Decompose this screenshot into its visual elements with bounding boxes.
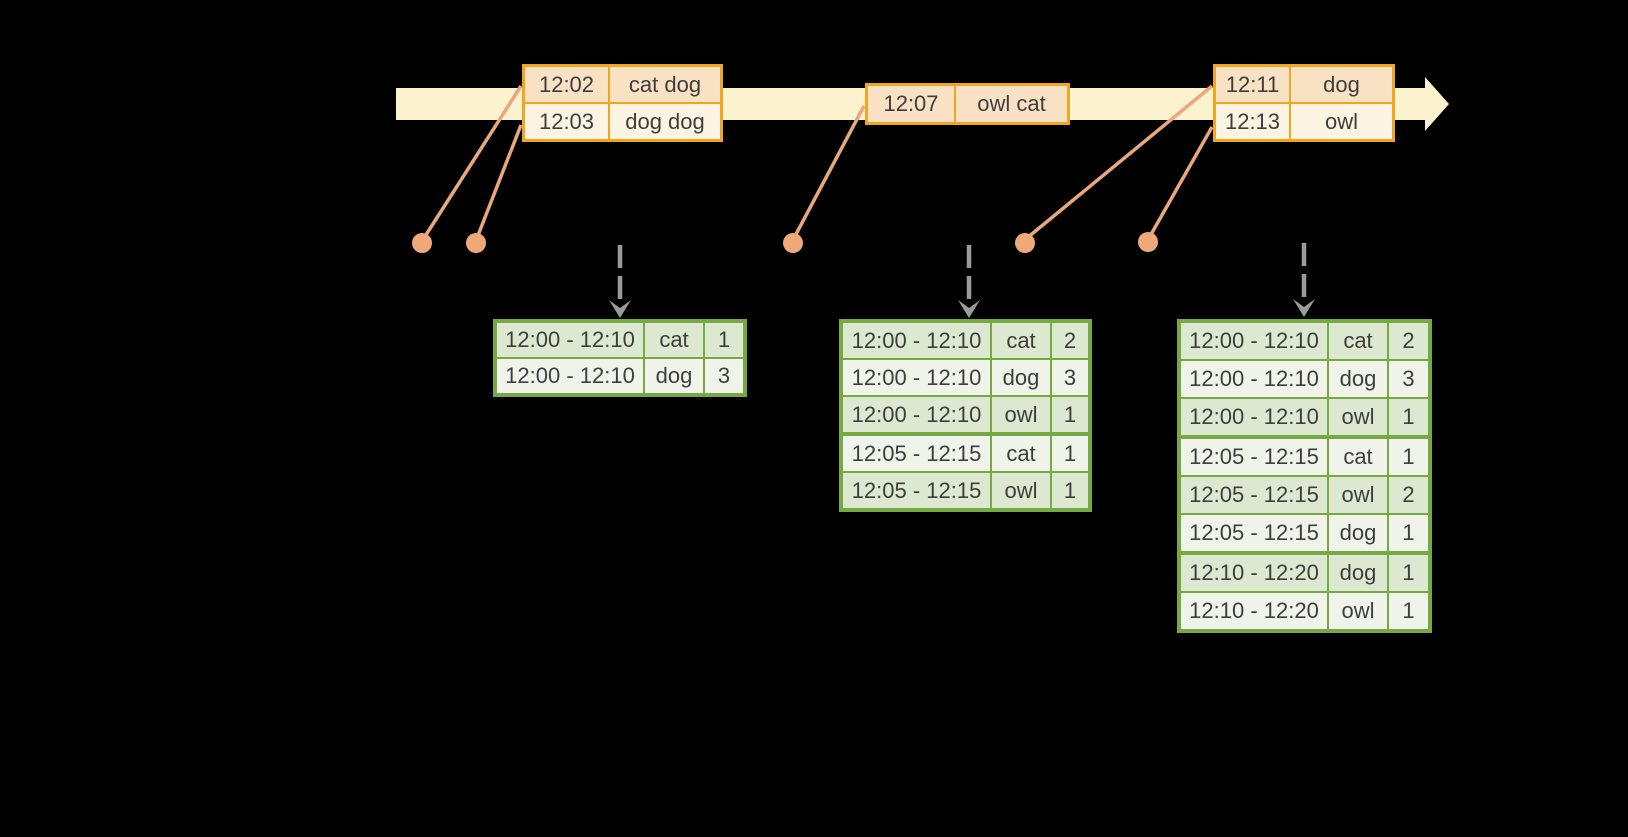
result-count: 2 [1389,323,1428,359]
event-table-3: 12:11 dog 12:13 owl [1213,64,1395,142]
event-words: owl cat [956,86,1067,122]
result-word: cat [1329,439,1387,475]
result-word: owl [1329,477,1387,513]
result-row: 12:05 - 12:15 cat 1 [1181,439,1428,475]
result-row: 12:10 - 12:20 owl 1 [1181,593,1428,629]
result-count: 1 [1052,397,1088,432]
result-window: 12:05 - 12:15 [1181,477,1327,513]
result-count: 1 [1052,473,1088,508]
result-word: owl [1329,399,1387,435]
result-word: dog [1329,555,1387,591]
result-row: 12:00 - 12:10 dog 3 [497,359,743,393]
result-word: cat [645,323,703,357]
result-row: 12:00 - 12:10 owl 1 [1181,399,1428,435]
result-table-3: 12:00 - 12:10 cat 2 12:00 - 12:10 dog 3 … [1177,319,1432,633]
event-words: dog dog [610,104,720,139]
event-dots [412,232,1158,253]
event-time: 12:13 [1216,104,1289,139]
result-count: 1 [1389,515,1428,551]
result-count: 1 [1389,555,1428,591]
event-words: owl [1291,104,1392,139]
result-word: dog [992,360,1050,395]
trigger-arrow-icon [609,245,631,318]
result-word: cat [992,436,1050,471]
result-window: 12:00 - 12:10 [843,360,990,395]
result-word: owl [992,397,1050,432]
result-row: 12:00 - 12:10 dog 3 [1181,361,1428,397]
event-words: dog [1291,67,1392,102]
result-window: 12:00 - 12:10 [1181,399,1327,435]
result-row: 12:00 - 12:10 owl 1 [843,397,1088,432]
result-window: 12:05 - 12:15 [843,473,990,508]
trigger-arrow-icon [1293,243,1315,317]
event-row: 12:03 dog dog [525,104,720,139]
result-window: 12:05 - 12:15 [1181,439,1327,475]
result-count: 1 [1389,399,1428,435]
result-word: cat [1329,323,1387,359]
connector-line [475,124,523,239]
event-table-1: 12:02 cat dog 12:03 dog dog [522,64,723,142]
connector-line [792,105,866,239]
event-row: 12:07 owl cat [868,86,1067,122]
result-row: 12:00 - 12:10 cat 1 [497,323,743,357]
result-window: 12:10 - 12:20 [1181,593,1327,629]
result-count: 2 [1052,323,1088,358]
event-dot [783,233,803,253]
result-count: 1 [1389,593,1428,629]
result-row: 12:00 - 12:10 cat 2 [843,323,1088,358]
result-count: 3 [1389,361,1428,397]
result-window: 12:00 - 12:10 [843,323,990,358]
result-row: 12:05 - 12:15 dog 1 [1181,515,1428,551]
event-row: 12:13 owl [1216,104,1392,139]
result-count: 3 [1052,360,1088,395]
result-window: 12:05 - 12:15 [1181,515,1327,551]
result-word: dog [645,359,703,393]
result-row: 12:05 - 12:15 cat 1 [843,436,1088,471]
connector-line [1147,126,1214,239]
event-table-2: 12:07 owl cat [865,83,1070,125]
result-count: 1 [1052,436,1088,471]
result-count: 1 [1389,439,1428,475]
result-word: dog [1329,361,1387,397]
result-window: 12:00 - 12:10 [497,359,643,393]
result-row: 12:00 - 12:10 dog 3 [843,360,1088,395]
event-dot [1015,233,1035,253]
event-dot [412,233,432,253]
event-time: 12:07 [868,86,954,122]
result-window: 12:00 - 12:10 [497,323,643,357]
trigger-arrow-icon [958,245,980,318]
event-words: cat dog [610,67,720,102]
event-row: 12:11 dog [1216,67,1392,102]
result-row: 12:10 - 12:20 dog 1 [1181,555,1428,591]
result-word: dog [1329,515,1387,551]
result-window: 12:00 - 12:10 [1181,361,1327,397]
event-time: 12:02 [525,67,608,102]
result-window: 12:10 - 12:20 [1181,555,1327,591]
event-dot [1138,232,1158,252]
event-time: 12:11 [1216,67,1289,102]
result-count: 1 [705,323,743,357]
result-window: 12:00 - 12:10 [843,397,990,432]
result-window: 12:05 - 12:15 [843,436,990,471]
event-time: 12:03 [525,104,608,139]
result-word: owl [1329,593,1387,629]
result-row: 12:05 - 12:15 owl 2 [1181,477,1428,513]
result-row: 12:05 - 12:15 owl 1 [843,473,1088,508]
result-count: 3 [705,359,743,393]
event-row: 12:02 cat dog [525,67,720,102]
result-count: 2 [1389,477,1428,513]
result-table-2: 12:00 - 12:10 cat 2 12:00 - 12:10 dog 3 … [839,319,1092,512]
result-table-1: 12:00 - 12:10 cat 1 12:00 - 12:10 dog 3 [493,319,747,397]
result-row: 12:00 - 12:10 cat 2 [1181,323,1428,359]
event-dot [466,233,486,253]
timeline-arrowhead-icon [1425,77,1449,131]
result-word: owl [992,473,1050,508]
result-word: cat [992,323,1050,358]
trigger-arrows [609,243,1315,318]
result-window: 12:00 - 12:10 [1181,323,1327,359]
